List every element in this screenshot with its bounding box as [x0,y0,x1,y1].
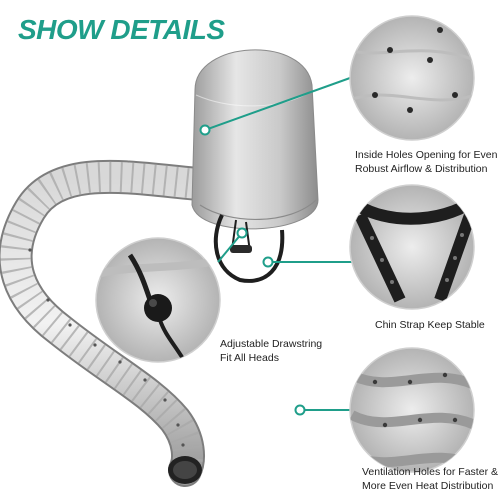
page-title: SHOW DETAILS [18,14,225,45]
caption-drawstring: Adjustable Drawstring Fit All Heads [220,337,322,365]
detail-holes [349,15,475,141]
bonnet-cap [191,49,319,283]
caption-ventilation-line2: More Even Heat Distribution [362,480,494,492]
caption-strap: Chin Strap Keep Stable [375,318,485,332]
caption-holes-line1: Inside Holes Opening for Even [355,149,498,161]
detail-drawstring [95,237,221,363]
detail-ventilation [349,347,475,473]
caption-strap-line1: Chin Strap Keep Stable [375,319,485,331]
detail-strap [349,184,475,310]
caption-holes-line2: Robust Airflow & Distribution [355,163,488,175]
caption-drawstring-line1: Adjustable Drawstring [220,338,323,350]
caption-ventilation: Ventilation Holes for Faster & More Even… [362,465,498,493]
callout-lines [199,77,352,416]
caption-holes: Inside Holes Opening for Even Robust Air… [355,148,497,176]
caption-ventilation-line1: Ventilation Holes for Faster & [362,466,498,478]
caption-drawstring-line2: Fit All Heads [220,352,279,364]
flexible-hose [0,159,227,487]
